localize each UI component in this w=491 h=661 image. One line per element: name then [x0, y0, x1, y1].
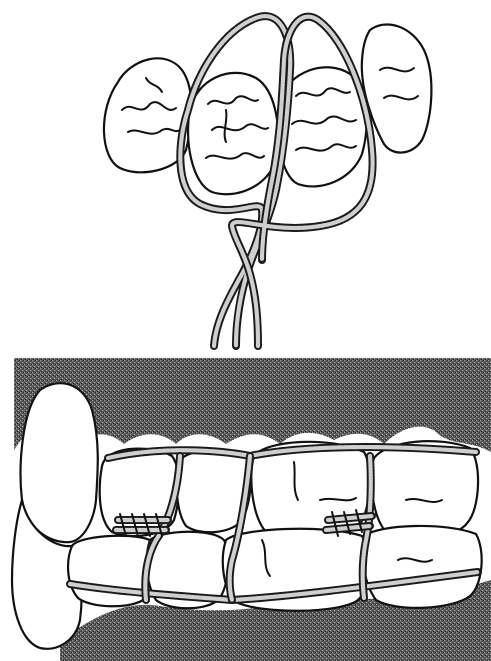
top-view-panel [104, 16, 431, 346]
tooth-side-incisor [12, 383, 98, 649]
tooth-mid-left [188, 73, 278, 194]
side-view-panel [12, 358, 491, 661]
upper-teeth-row [100, 441, 478, 539]
